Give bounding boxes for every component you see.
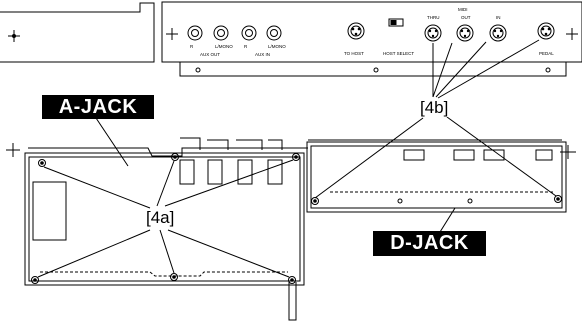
label-l-mono-left: L/MONO [215,44,233,49]
label-aux-in: AUX IN [255,52,270,57]
d-jack-board [306,139,567,233]
to-host-connector [347,22,365,40]
label-r-left: R [190,44,194,49]
label-out: OUT [461,15,471,20]
label-host-select: HOST SELECT [383,51,414,56]
label-to-host: TO HOST [344,51,364,56]
aux-jacks [187,25,282,41]
label-in: IN [496,15,501,20]
callout-4b: [4b] [418,98,451,117]
label-midi: MIDI [458,7,468,12]
a-jack-board [24,137,305,321]
panel-labels: R L/MONO AUX OUT R L/MONO AUX IN TO HOST… [190,7,554,57]
callout-4a: [4a] [144,208,177,227]
a-jack-leader [95,117,129,167]
rear-panel [161,1,582,77]
leader-lines-4a [37,159,294,278]
label-r-right: R [244,44,248,49]
midi-connectors [424,24,507,42]
label-l-mono-right: L/MONO [268,44,286,49]
leader-lines-4b [314,39,557,199]
label-pedal: PEDAL [539,51,554,56]
label-aux-out: AUX OUT [200,52,220,57]
a-jack-label: A-JACK [42,95,154,119]
pedal-connector [537,22,555,40]
top-left-bracket [0,2,155,63]
d-jack-label: D-JACK [373,231,486,256]
host-select-switch [388,18,404,27]
label-thru: THRU [427,15,440,20]
